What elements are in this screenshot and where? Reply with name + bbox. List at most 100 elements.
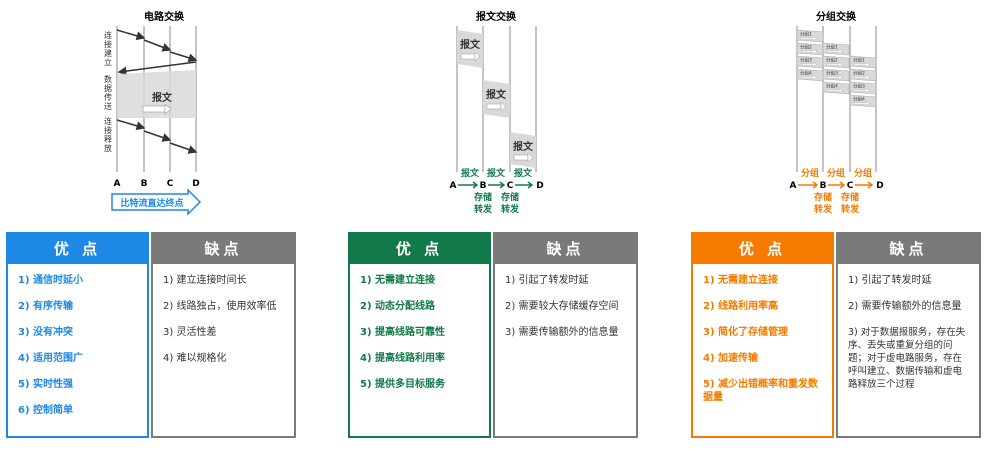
svg-text:数: 数 <box>104 74 112 84</box>
message-block-1: 报文 <box>457 30 483 68</box>
bitstream-banner: 比特流直达终点 <box>111 188 202 216</box>
advantages-title: 优 点 <box>350 234 489 264</box>
forward-label-c: 转发 <box>841 203 860 215</box>
disadvantage-item: 1) 引起了转发时延 <box>505 275 589 286</box>
advantage-item: 1) 无需建立连接 <box>360 275 436 286</box>
advantage-item: 4) 适用范围广 <box>18 353 84 364</box>
advantages-title: 优 点 <box>8 234 147 264</box>
circuit-title: 电路交换 <box>144 10 185 23</box>
advantage-item: 1) 无需建立连接 <box>703 275 779 286</box>
node-axis: A B C D <box>790 181 884 191</box>
hop-label-1: 报文 <box>461 167 480 179</box>
advantage-item: 4) 加速传输 <box>703 353 759 364</box>
disadvantages-box: 缺点 1) 建立连接时间长 2) 线路独占，使用效率低 3) 灵活性差 4) 难… <box>151 232 296 438</box>
packet-title: 分组交换 <box>816 10 857 23</box>
setup-arrow-ab <box>116 29 146 41</box>
packet-label: 分组3 <box>853 83 865 90</box>
phase-label-release: 连接 释放 <box>104 116 112 153</box>
advantage-item: 2) 有序传输 <box>18 301 74 312</box>
advantage-item: 3) 提高线路可靠性 <box>360 327 446 338</box>
store-label-b: 存储 <box>814 191 832 203</box>
packet-block: 分组3 <box>822 68 850 82</box>
packet-label: 分组4 <box>800 70 812 77</box>
svg-text:连: 连 <box>104 30 112 40</box>
forward-label-b: 转发 <box>814 203 833 215</box>
message-arrow-icon <box>142 103 172 115</box>
advantage-item: 2) 动态分配线路 <box>360 301 436 312</box>
packet-label: 分组2 <box>826 57 838 64</box>
advantage-item: 4) 提高线路利用率 <box>360 353 446 364</box>
advantage-item: 5) 减少出错概率和重发数据量 <box>703 379 819 403</box>
disadvantages-title: 缺点 <box>838 234 979 264</box>
data-transfer-block <box>117 70 196 118</box>
release-arrow-cd <box>169 142 198 154</box>
release-arrow-bc <box>143 130 172 142</box>
packet-block: 分组1 <box>796 29 824 43</box>
node-label-c: C <box>167 179 174 189</box>
hop-label-3: 报文 <box>514 167 533 179</box>
node-label-b: B <box>141 179 148 189</box>
disadvantages-title: 缺点 <box>495 234 636 264</box>
svg-text:放: 放 <box>104 143 112 153</box>
advantage-item: 5) 提供多目标服务 <box>360 379 446 390</box>
disadvantage-item: 1) 引起了转发时延 <box>848 275 932 286</box>
disadvantage-item: 3) 需要传输额外的信息量 <box>505 327 619 338</box>
ack-arrow-da <box>117 61 197 76</box>
advantage-item: 6) 控制简单 <box>18 405 74 416</box>
packet-label: 分组1 <box>853 57 865 64</box>
svg-text:D: D <box>876 181 883 191</box>
packet-block: 分组1 <box>849 55 877 69</box>
forward-label-c: 转发 <box>501 203 520 215</box>
advantages-title: 优 点 <box>693 234 832 264</box>
svg-text:接: 接 <box>104 125 112 135</box>
disadvantage-item: 3) 对于数据报服务，存在失序、丢失或重复分组的问题；对于虚电路服务，存在呼叫建… <box>848 327 966 390</box>
store-label-c: 存储 <box>501 191 519 203</box>
release-arrow-ab <box>116 119 146 131</box>
forward-label-b: 转发 <box>474 203 493 215</box>
bitstream-banner-text: 比特流直达终点 <box>120 197 183 209</box>
message-switching-diagram: 报文交换 报文 报文 报文 报文 报文 报文 A <box>440 0 560 220</box>
svg-text:C: C <box>847 181 854 191</box>
svg-text:立: 立 <box>104 57 112 67</box>
node-label-a: A <box>114 179 121 189</box>
packet-label: 分组1 <box>826 44 838 51</box>
advantages-box: 优 点 1) 无需建立连接 2) 线路利用率高 3) 简化了存储管理 4) 加速… <box>691 232 834 438</box>
hop-label-1: 分组 <box>801 167 819 179</box>
advantage-item: 1) 通信时延小 <box>18 275 84 286</box>
packet-label: 分组4 <box>826 83 838 90</box>
svg-text:据: 据 <box>104 83 112 93</box>
packet-label: 分组1 <box>800 31 812 38</box>
packet-block: 分组4 <box>849 94 877 108</box>
node-axis: A B C D <box>450 181 544 191</box>
packet-block: 分组3 <box>796 55 824 69</box>
svg-text:接: 接 <box>104 39 112 49</box>
packet-label: 分组3 <box>800 57 812 64</box>
packet-label: 分组3 <box>826 70 838 77</box>
setup-arrow-bc <box>143 39 172 52</box>
hop-label-2: 报文 <box>487 167 506 179</box>
hop-label-2: 分组 <box>827 167 845 179</box>
setup-arrow-cd <box>169 51 198 63</box>
svg-text:报文: 报文 <box>486 88 507 101</box>
disadvantage-item: 2) 需要较大存储缓存空间 <box>505 301 619 312</box>
advantage-item: 5) 实时性强 <box>18 379 74 390</box>
svg-text:传: 传 <box>104 92 112 102</box>
store-label-c: 存储 <box>841 191 859 203</box>
phase-label-setup: 连接 建立 <box>104 30 112 67</box>
packet-block: 分组1 <box>822 42 850 56</box>
svg-text:D: D <box>536 181 543 191</box>
disadvantages-box: 缺点 1) 引起了转发时延 2) 需要传输额外的信息量 3) 对于数据报服务，存… <box>836 232 981 438</box>
packet-label: 分组2 <box>800 44 812 51</box>
svg-text:释: 释 <box>104 135 112 144</box>
advantages-box: 优 点 1) 通信时延小 2) 有序传输 3) 没有冲突 4) 适用范围广 5)… <box>6 232 149 438</box>
circuit-pros-cons: 优 点 1) 通信时延小 2) 有序传输 3) 没有冲突 4) 适用范围广 5)… <box>6 232 296 440</box>
advantages-box: 优 点 1) 无需建立连接 2) 动态分配线路 3) 提高线路可靠性 4) 提高… <box>348 232 491 438</box>
packet-block: 分组3 <box>849 81 877 95</box>
svg-text:B: B <box>820 181 827 191</box>
svg-text:A: A <box>790 181 797 191</box>
message-block-3: 报文 <box>510 132 536 168</box>
svg-text:报文: 报文 <box>460 38 481 51</box>
message-pros-cons: 优 点 1) 无需建立连接 2) 动态分配线路 3) 提高线路可靠性 4) 提高… <box>348 232 638 440</box>
advantage-item: 3) 没有冲突 <box>18 327 74 338</box>
